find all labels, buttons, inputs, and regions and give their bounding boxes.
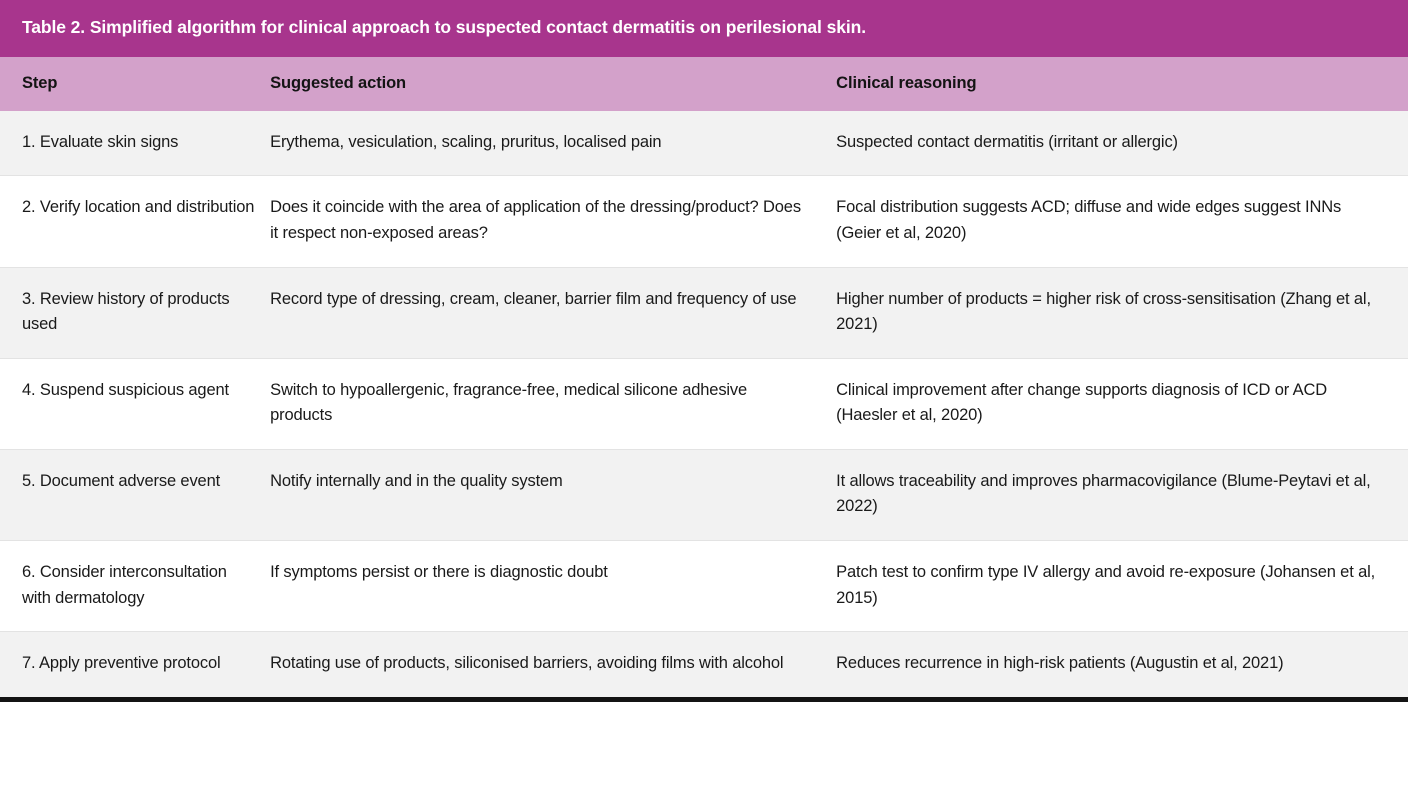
table-row: 2. Verify location and distribution Does… [0, 175, 1408, 267]
cell-suggested-action: Switch to hypoallergenic, fragrance-free… [270, 380, 752, 425]
cell-clinical-reasoning: Suspected contact dermatitis (irritant o… [836, 132, 1178, 151]
cell-step: 1. Evaluate skin signs [22, 132, 179, 151]
table-row: 4. Suspend suspicious agent Switch to hy… [0, 357, 1408, 449]
cell-step: 2. Verify location and distribution [22, 198, 255, 217]
table-row: 5. Document adverse event Notify interna… [0, 448, 1408, 540]
table-row: 3. Review history of products used Recor… [0, 266, 1408, 358]
table-row: 1. Evaluate skin signs Erythema, vesicul… [0, 110, 1408, 176]
cell-suggested-action: Rotating use of products, siliconised ba… [270, 654, 784, 673]
table-row: 7. Apply preventive protocol Rotating us… [0, 631, 1408, 697]
cell-clinical-reasoning: Reduces recurrence in high-risk patients… [836, 654, 1284, 673]
column-header-step: Step [22, 73, 58, 92]
cell-step: 7. Apply preventive protocol [22, 654, 221, 673]
table-caption: Table 2. Simplified algorithm for clinic… [0, 0, 1408, 57]
cell-suggested-action: Notify internally and in the quality sys… [270, 471, 563, 490]
cell-suggested-action: Erythema, vesiculation, scaling, pruritu… [270, 132, 662, 151]
cell-clinical-reasoning: It allows traceability and improves phar… [836, 471, 1375, 516]
table-2: Table 2. Simplified algorithm for clinic… [0, 0, 1408, 702]
table-header-row: Step Suggested action Clinical reasoning [0, 56, 1408, 111]
cell-step: 4. Suspend suspicious agent [22, 380, 229, 399]
column-header-clinical-reasoning: Clinical reasoning [836, 73, 977, 92]
cell-clinical-reasoning: Clinical improvement after change suppor… [836, 380, 1332, 425]
cell-step: 3. Review history of products used [22, 289, 234, 334]
cell-clinical-reasoning: Focal distribution suggests ACD; diffuse… [836, 198, 1346, 242]
cell-suggested-action: Record type of dressing, cream, cleaner,… [270, 289, 797, 308]
cell-step: 6. Consider interconsultation with derma… [22, 562, 232, 607]
page-footer-space [0, 701, 1408, 730]
cell-step: 5. Document adverse event [22, 471, 221, 490]
cell-suggested-action: If symptoms persist or there is diagnost… [270, 562, 608, 581]
cell-suggested-action: Does it coincide with the area of applic… [270, 198, 806, 242]
cell-clinical-reasoning: Higher number of products = higher risk … [836, 289, 1376, 334]
column-header-suggested-action: Suggested action [270, 73, 407, 92]
table-row: 6. Consider interconsultation with derma… [0, 539, 1408, 632]
cell-clinical-reasoning: Patch test to confirm type IV allergy an… [836, 562, 1380, 607]
